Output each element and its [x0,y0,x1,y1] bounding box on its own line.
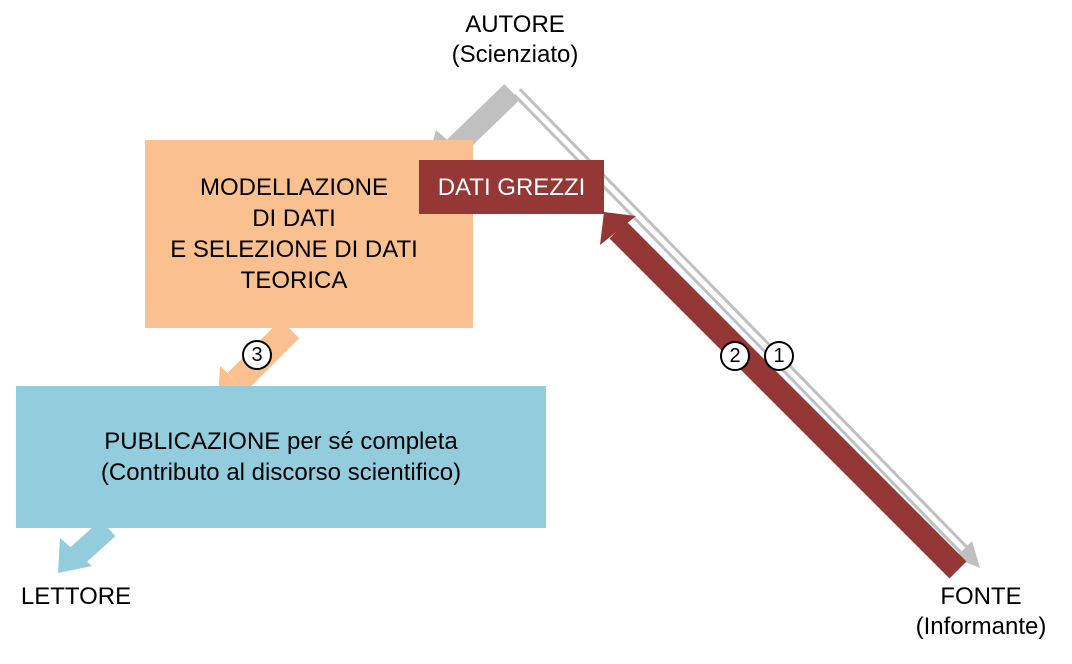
autore-subtitle: (Scienziato) [451,41,579,68]
lettore-label: LETTORE [20,583,132,610]
arrow-fonte-to-dati [600,212,967,579]
autore-title: AUTORE [465,11,565,38]
modellazione-line-3: E SELEZIONE DI DATI [170,236,418,263]
step-1-badge: 1 [764,341,794,371]
modellazione-line-1: MODELLAZIONE [199,174,389,201]
node-autore: AUTORE (Scienziato) [415,10,615,70]
step-2-badge: 2 [720,341,750,371]
publicazione-title: PUBLICAZIONE [104,428,281,455]
fonte-title: FONTE [940,583,1022,610]
modellazione-box: MODELLAZIONE DI DATI E SELEZIONE DI DATI… [145,140,473,328]
step-3-badge: 3 [242,340,272,370]
arrow-publicazione-to-lettore [58,519,116,573]
modellazione-line-4: TEORICA [240,267,348,294]
publicazione-line-1: PUBLICAZIONE per sé completa [104,426,457,457]
publicazione-line-2: (Contributo al discorso scientifico) [100,459,462,486]
fonte-subtitle: (Informante) [915,613,1047,640]
publicazione-title-rest: per sé completa [280,428,458,455]
node-fonte: FONTE (Informante) [892,582,1070,642]
modellazione-line-2: DI DATI [252,205,336,232]
node-lettore: LETTORE [0,582,152,612]
publicazione-box: PUBLICAZIONE per sé completa (Contributo… [16,386,546,528]
dati-grezzi-box: DATI GREZZI [419,160,604,214]
dati-grezzi-label: DATI GREZZI [437,173,586,201]
